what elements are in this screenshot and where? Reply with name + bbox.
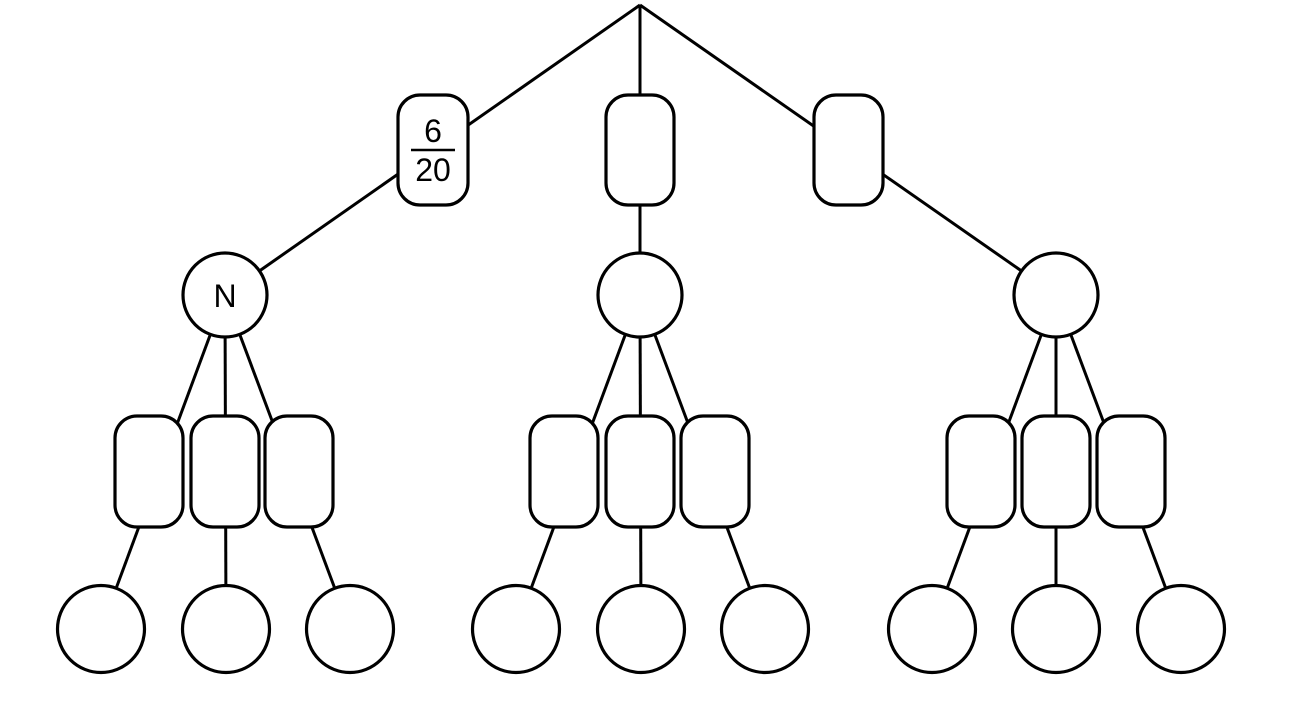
branch-label-left: N [213, 278, 236, 314]
fraction-denominator: 20 [415, 152, 451, 188]
branch-node-middle [596, 251, 684, 339]
branch-nodes: N [181, 251, 1100, 339]
edge-label-box-right-3 [1095, 414, 1167, 529]
branch-circle-left [181, 251, 269, 339]
edge-label-box-middle-2 [604, 414, 676, 529]
fraction-numerator: 6 [424, 113, 442, 149]
branch-circle-right [1012, 251, 1100, 339]
leaf-circle-left-2 [180, 583, 272, 675]
edge-label-box-middle-1 [528, 414, 600, 529]
edge-label-box-root-right [812, 93, 885, 207]
edge-label-box-left-3 [263, 414, 335, 529]
empty-label-box [604, 93, 676, 207]
edge-label-box-left-2 [189, 414, 261, 529]
edge-label-box-middle-3 [679, 414, 751, 529]
edge-label-box-right-2 [1020, 414, 1092, 529]
leaf-circle-right-1 [886, 583, 978, 675]
edge-label-box-left-1 [113, 414, 185, 529]
leaf-nodes [55, 583, 1227, 675]
branch-circle-middle [596, 251, 684, 339]
leaf-circle-middle-3 [719, 583, 811, 675]
branch-node-left: N [181, 251, 269, 339]
leaf-circle-middle-2 [595, 583, 687, 675]
edge-label-box-right-1 [945, 414, 1017, 529]
root-edge-label-boxes: 6 20 [396, 93, 885, 207]
leaf-circle-left-3 [304, 583, 396, 675]
leaf-circle-right-3 [1135, 583, 1227, 675]
edge-label-box-root-middle [604, 93, 676, 207]
edge-label-box-root-left: 6 20 [396, 93, 470, 207]
leaf-circle-left-1 [55, 583, 147, 675]
sub-edge-label-boxes [113, 414, 1167, 529]
branch-node-right [1012, 251, 1100, 339]
leaf-circle-middle-1 [470, 583, 562, 675]
leaf-circle-right-2 [1010, 583, 1102, 675]
empty-label-box [812, 93, 885, 207]
